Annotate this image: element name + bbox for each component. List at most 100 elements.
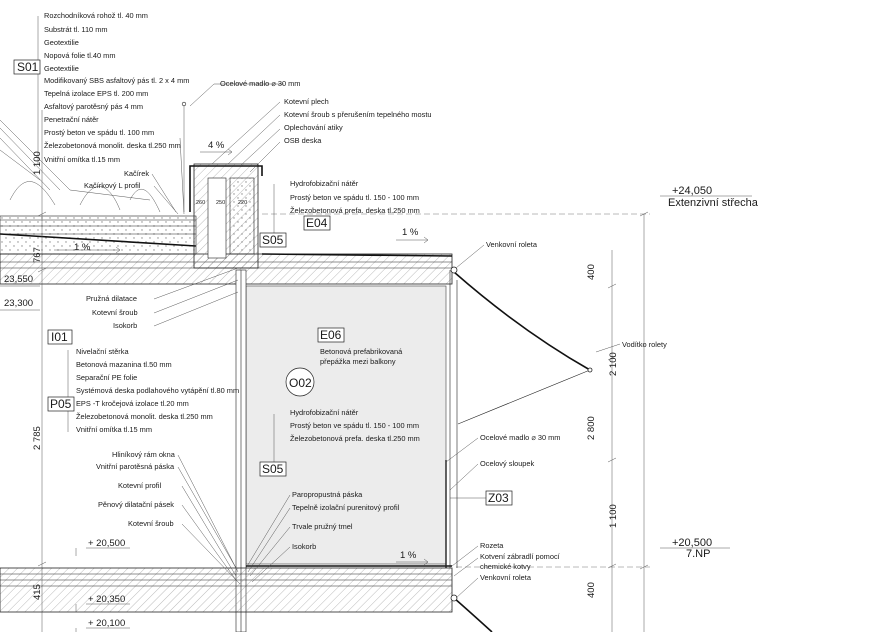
tag-s05-lower: S05 [262, 462, 284, 476]
attic-dim-260: 260 [196, 200, 205, 206]
window-note-right: Tepelně izolační purenitový profil [292, 503, 400, 512]
level-markers [0, 195, 752, 632]
dim-767: 767 [32, 247, 43, 263]
balcony-upper-notes: Hydrofobizační nátěr Prostý beton ve spá… [290, 179, 420, 215]
anchor-screw-note: Kotevní šroub [92, 308, 138, 317]
left-dimension-line [37, 110, 47, 632]
steel-post: Ocelový sloupek [480, 459, 535, 468]
dim-415: 415 [32, 584, 43, 600]
roof-layer: Asfaltový parotěsný pás 4 mm [44, 102, 143, 111]
floor-layer-list: Nivelační stěrka Betonová mazanina tl.50… [76, 347, 239, 434]
dim-400-top: 400 [586, 264, 597, 280]
balcony-layer: Hydrofobizační nátěr [290, 179, 359, 188]
tag-e06: E06 [320, 328, 342, 342]
window-note-right: Isokorb [292, 542, 316, 551]
kacirek-profile-label: Kačírkový L profil [84, 181, 141, 190]
floor-layer: Separační PE folie [76, 373, 137, 382]
roof-layer: Nopová folie tl.40 mm [44, 51, 115, 60]
floor-layer: Betonová mazanina tl.50 mm [76, 360, 172, 369]
tag-s01: S01 [17, 60, 39, 74]
balcony-lower-notes: Hydrofobizační nátěr Prostý beton ve spá… [290, 408, 420, 443]
window-note-right: Trvale pružný tmel [292, 522, 353, 531]
dim-2785: 2 785 [32, 426, 43, 450]
dim-1100-left: 1 100 [32, 151, 43, 175]
window-note: Kotevní profil [118, 481, 161, 490]
attic-note: Ocelové madlo ⌀ 30 mm [220, 79, 300, 88]
kacirek-label: Kačírek [124, 169, 149, 178]
tag-p05: P05 [50, 397, 72, 411]
level-floor-name: 7.NP [686, 548, 710, 560]
window-note: Vnitřní parotěsná páska [96, 462, 175, 471]
dim-2800: 2 800 [586, 416, 597, 440]
tag-e04: E04 [306, 216, 328, 230]
attic-notes: Ocelové madlo ⌀ 30 mm Kotevní plech Kote… [220, 79, 431, 145]
dim-400-bottom: 400 [586, 582, 597, 598]
e06-partition [245, 285, 447, 565]
e06-description: Betonová prefabrikovaná [320, 347, 403, 356]
balcony-layer: Prostý beton ve spádu tl. 150 - 100 mm [290, 421, 419, 430]
dim-1100-right: 1 100 [608, 504, 619, 528]
floor-slab [0, 567, 453, 613]
window-note: Kotevní šroub [128, 519, 174, 528]
anchoring-note: Kotvení zábradlí pomocí [480, 552, 561, 561]
balcony-slope: 1 % [400, 550, 417, 561]
attic-note: OSB deska [284, 136, 322, 145]
balcony-layer: Železobetonová prefa. deska tl.250 mm [290, 206, 420, 215]
roof-layer: Modifikovaný SBS asfaltový pás tl. 2 x 4… [44, 76, 189, 85]
roof-layer: Tepelná izolace EPS tl. 200 mm [44, 89, 148, 98]
rosette: Rozeta [480, 541, 504, 550]
leaders-dilatation [153, 267, 239, 327]
window-note-right: Paropropustná páska [292, 490, 363, 499]
floor-layer: Vnitřní omítka tl.15 mm [76, 425, 152, 434]
roof-layer-list: Rozchodníková rohož tl. 40 mm Substrát t… [44, 11, 189, 164]
attic-dim-220: 220 [238, 200, 247, 206]
level-roof-name: Extenzivní střecha [668, 197, 759, 209]
window-notes: Hliníkový rám okna Vnitřní parotěsná pás… [96, 450, 400, 551]
tag-o02: O02 [289, 376, 312, 390]
right-dimension-line [607, 211, 649, 632]
leaders-railing [445, 244, 621, 599]
attic-note: Kotevní plech [284, 97, 329, 106]
level-20100: + 20,100 [88, 618, 125, 629]
level-23300: 23,300 [4, 298, 33, 309]
roof-layer: Rozchodníková rohož tl. 40 mm [44, 11, 148, 20]
roof-layer: Železobetonová monolit. deska tl.250 mm [44, 141, 181, 150]
isokorb-note: Isokorb [113, 321, 137, 330]
roller-blind-bottom: Venkovní roleta [480, 573, 532, 582]
dilatation-note: Pružná dilatace [86, 294, 137, 303]
roof-layer: Substrát tl. 110 mm [44, 25, 108, 34]
roof-layer: Geotextilie [44, 64, 79, 73]
level-20500-left: + 20,500 [88, 538, 125, 549]
roof-layer: Prostý beton ve spádu tl. 100 mm [44, 128, 154, 137]
dim-2100: 2 100 [608, 352, 619, 376]
attic-note: Kotevní šroub s přerušením tepelného mos… [284, 110, 431, 119]
balcony-layer: Prostý beton ve spádu tl. 150 - 100 mm [290, 193, 419, 202]
attic-note: Oplechování atiky [284, 123, 343, 132]
balcony-layer: Železobetonová prefa. deska tl.250 mm [290, 434, 420, 443]
roof-buildup [0, 215, 197, 255]
window-note: Hliníkový rám okna [112, 450, 176, 459]
leaders-roof [37, 16, 185, 215]
floor-layer: EPS -T kročejová izolace tl.20 mm [76, 399, 189, 408]
floor-layer: Systémová deska podlahového vytápění tl.… [76, 386, 239, 395]
roof-slope-left: 1 % [74, 242, 91, 253]
attic-dim-250: 250 [216, 200, 225, 206]
e06-description: přepážka mezi balkony [320, 357, 396, 366]
roof-layer: Geotextilie [44, 38, 79, 47]
roller-blind-top: Venkovní roleta [486, 240, 538, 249]
level-23550: 23,550 [4, 274, 33, 285]
tag-i01: I01 [51, 330, 68, 344]
slope-arrows [54, 148, 429, 566]
roof-layer: Penetrační nátěr [44, 115, 99, 124]
tag-z03: Z03 [488, 491, 509, 505]
roof-slope: 4 % [208, 140, 225, 151]
blind-guide: Vodítko rolety [622, 340, 667, 349]
level-floor: +20,500 [672, 537, 712, 549]
leaders-window [177, 414, 291, 585]
roof-layer: Vnitřní omítka tl.15 mm [44, 155, 120, 164]
steel-handrail: Ocelové madlo ⌀ 30 mm [480, 433, 560, 442]
leaders-attic [189, 83, 284, 236]
window-note: Pěnový dilatační pásek [98, 500, 174, 509]
terrace-slope: 1 % [402, 227, 419, 238]
